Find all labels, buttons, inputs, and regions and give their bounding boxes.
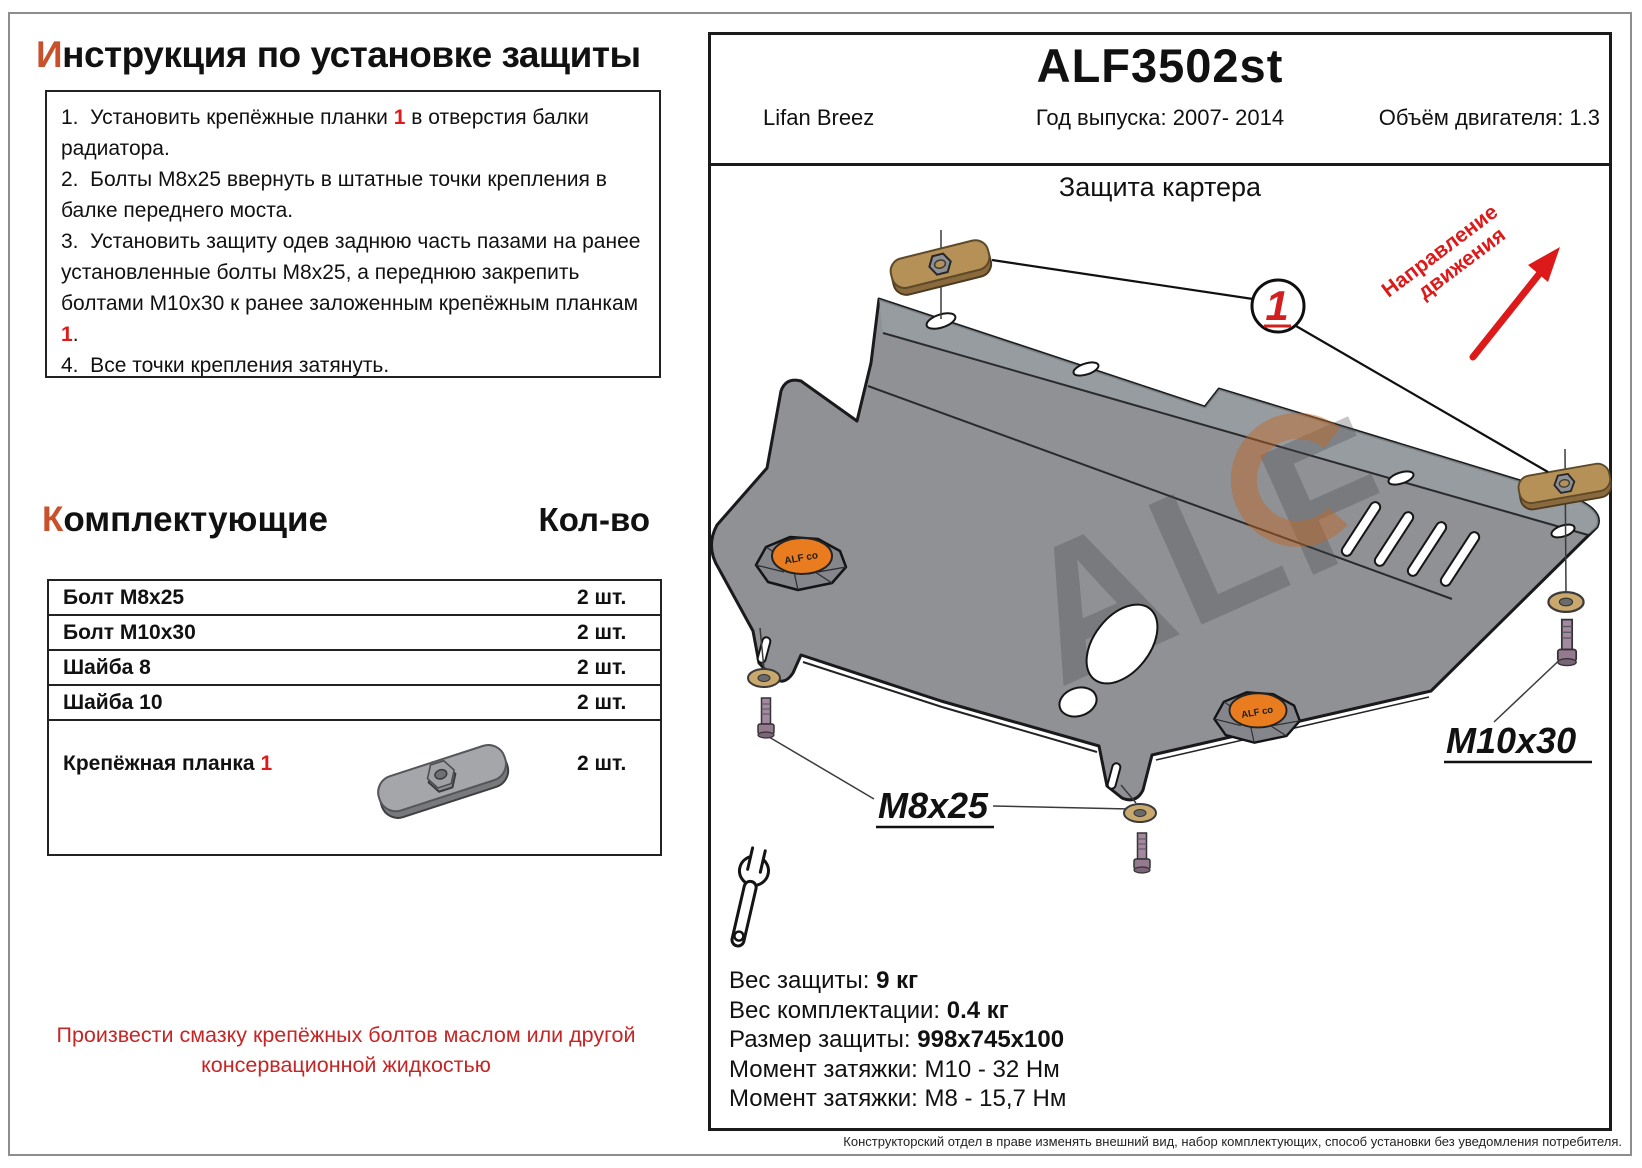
- table-row: Шайба 8 2 шт.: [49, 651, 660, 686]
- step-3: 3. Установить защиту одев заднюю часть п…: [61, 230, 647, 346]
- bolt-m8-left: [757, 697, 775, 739]
- components-title: Комплектующие: [42, 500, 328, 539]
- bolt-m8-right: [1133, 832, 1151, 874]
- hole: [1072, 361, 1100, 377]
- washer-m8-left: [747, 668, 781, 688]
- page-border: [8, 12, 1632, 1156]
- production-years: Год выпуска: 2007- 2014: [1035, 105, 1285, 130]
- drawing-panel: [708, 32, 1612, 1131]
- label-m8x25: M8x25: [878, 785, 989, 826]
- vent-slot: [1373, 511, 1415, 567]
- specs-block: Вес защиты: 9 кг Вес комплектации: 0.4 к…: [729, 966, 1066, 1114]
- engine-volume: Объём двигателя: 1.3: [1378, 105, 1600, 130]
- plug-left: ALF co: [754, 535, 848, 592]
- part-code: ALF3502st: [1036, 39, 1284, 92]
- drawing-title: Защита картера: [1058, 172, 1262, 202]
- spec-weight: Вес защиты: 9 кг: [729, 967, 919, 994]
- wrench-icon: [730, 844, 770, 948]
- spec-torque-m10: Момент затяжки: М10 - 32 Нм: [729, 1055, 1060, 1083]
- hole: [1387, 470, 1415, 486]
- mounting-plate-image: [377, 744, 510, 819]
- direction-label: Направление движения: [1378, 200, 1510, 304]
- vent-slot: [1406, 521, 1448, 577]
- page-title: Инструкция по установке защиты: [36, 34, 641, 75]
- spec-kit-weight: Вес комплектации: 0.4 кг: [729, 996, 1009, 1024]
- components-header: Комплектующие Кол-во: [42, 500, 650, 540]
- step-4: 4. Все точки крепления затянуть.: [61, 354, 390, 377]
- car-model: Lifan Breez: [763, 105, 875, 130]
- skid-plate-drawing: ALF: [710, 200, 1612, 948]
- hole: [1550, 523, 1576, 539]
- table-row: Болт М10х30 2 шт.: [49, 616, 660, 651]
- tab-slot: [756, 636, 772, 664]
- tab-slot: [1106, 762, 1122, 790]
- mounting-plate-top: [889, 239, 993, 296]
- bolt-m10: [1556, 618, 1578, 667]
- callout-number: 1: [1265, 282, 1288, 329]
- round-opening: [1058, 686, 1098, 718]
- plug-right: ALF co: [1213, 691, 1301, 744]
- label-m10x30: M10x30: [1446, 720, 1576, 761]
- installation-steps: 1. Установить крепёжные планки 1 в отвер…: [45, 90, 661, 378]
- disclaimer: Конструкторский отдел в праве изменять в…: [843, 1134, 1622, 1149]
- washer-m8-right: [1123, 803, 1157, 823]
- vent-slot: [1340, 501, 1382, 557]
- spec-torque-m8: Момент затяжки: М8 - 15,7 Нм: [729, 1085, 1067, 1112]
- oval-opening: [1085, 603, 1159, 685]
- washer-m10: [1547, 590, 1585, 614]
- mounting-plate-right: [1517, 462, 1612, 511]
- spec-size: Размер защиты: 998x745x100: [729, 1026, 1065, 1053]
- table-row: Болт М8х25 2 шт.: [49, 581, 660, 616]
- table-row-mounting-plate: Крепёжная планка 1 2 шт.: [49, 721, 660, 854]
- quantity-header: Кол-во: [538, 501, 650, 538]
- lubrication-note: Произвести смазку крепёжных болтов масло…: [56, 1023, 636, 1077]
- components-table: Болт М8х25 2 шт. Болт М10х30 2 шт. Шайба…: [47, 579, 662, 856]
- vent-slot: [1439, 531, 1481, 587]
- step-1: 1. Установить крепёжные планки 1 в отвер…: [61, 106, 595, 160]
- watermark-swoosh: [1230, 412, 1348, 547]
- step-2: 2. Болты М8х25 ввернуть в штатные точки …: [61, 168, 613, 222]
- direction-arrow: [1469, 269, 1544, 361]
- table-row: Шайба 10 2 шт.: [49, 686, 660, 721]
- part-header: ALF3502st Lifan Breez Год выпуска: 2007-…: [708, 32, 1612, 166]
- callout-circle: [1250, 278, 1306, 334]
- hole: [925, 312, 957, 330]
